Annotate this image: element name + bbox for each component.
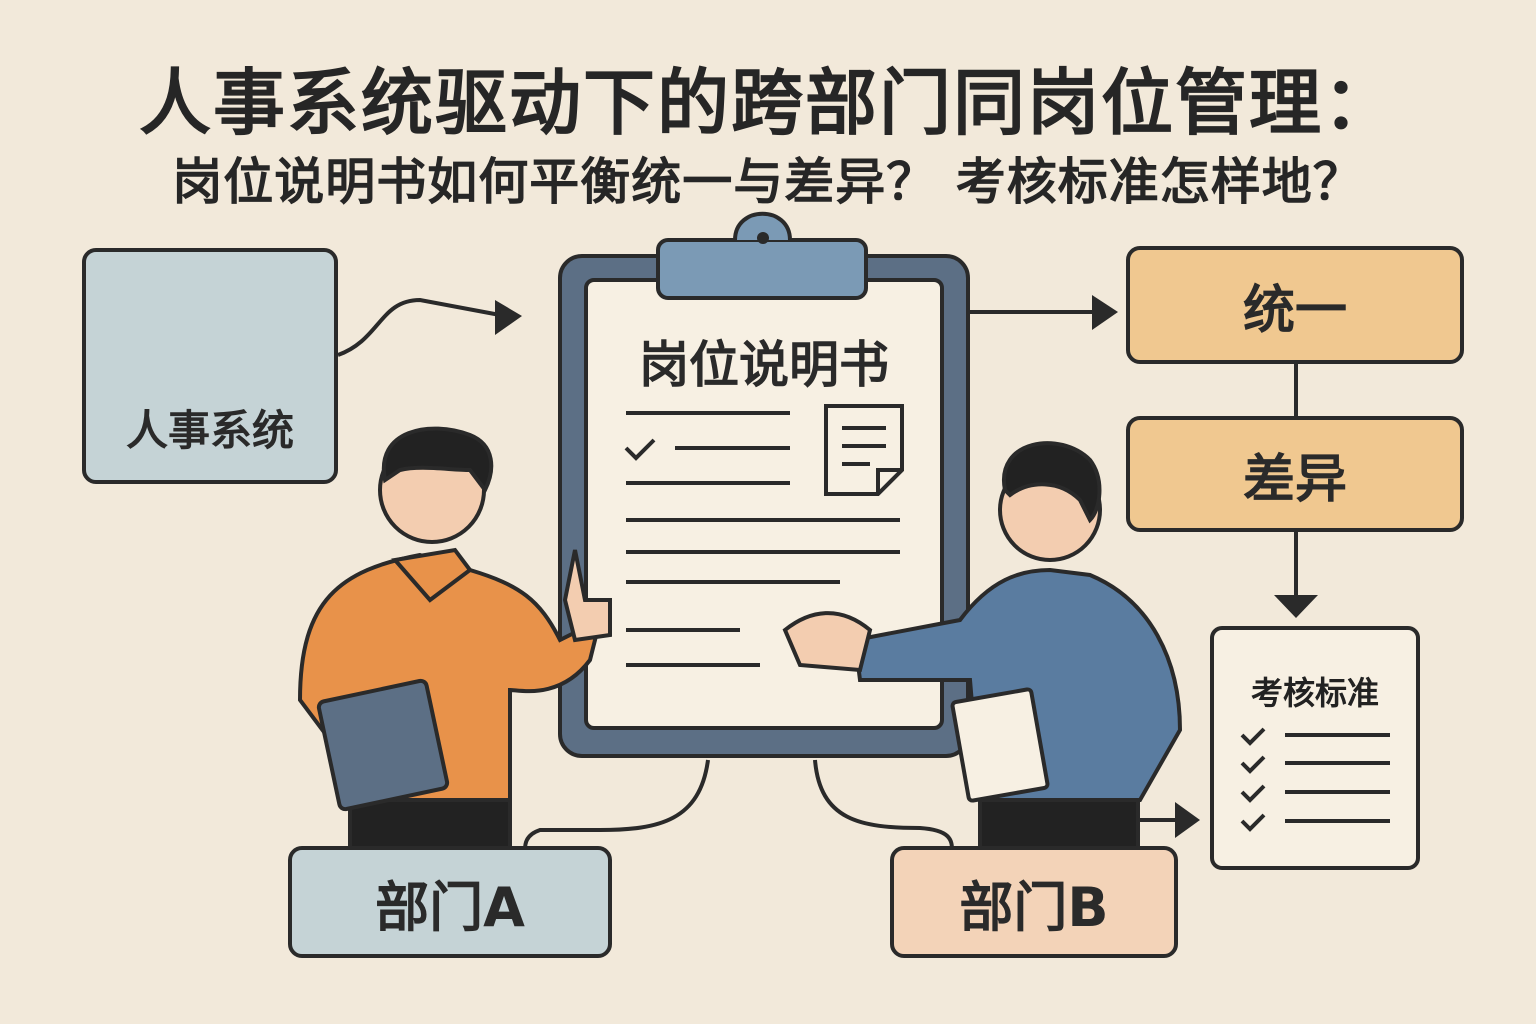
- page-title: 人事系统驱动下的跨部门同岗位管理：: [138, 61, 1397, 145]
- assessment-title: 考核标准: [1250, 674, 1379, 712]
- department-b-box[interactable]: 部门B: [890, 846, 1178, 958]
- note-icon: [824, 404, 904, 496]
- difference-label: 差异: [1242, 449, 1347, 510]
- person-a-illustration: [297, 426, 612, 852]
- assessment-card: [1210, 626, 1420, 870]
- page-subtitle: 岗位说明书如何平衡统一与差异？ 考核标准怎样地？: [172, 153, 1364, 211]
- department-a-label: 部门A: [375, 875, 525, 939]
- hr-system-box[interactable]: 人事系统: [82, 248, 338, 484]
- arrow-heads: [495, 295, 1318, 838]
- connector-lines: [337, 297, 1298, 851]
- check-icon: [624, 438, 656, 461]
- arrow-icon: [1092, 295, 1118, 330]
- difference-box[interactable]: 差异: [1126, 416, 1464, 532]
- unify-box[interactable]: 统一: [1126, 246, 1464, 364]
- arrow-icon: [495, 300, 522, 335]
- checklist-icon: [1240, 727, 1390, 832]
- person-b-illustration: [782, 441, 1183, 852]
- department-b-label: 部门B: [959, 875, 1109, 939]
- arrow-icon: [1175, 802, 1200, 838]
- arrow-icon: [1274, 595, 1318, 618]
- document-lines: [624, 404, 904, 667]
- hr-system-label: 人事系统: [125, 406, 294, 455]
- document-title: 岗位说明书: [639, 336, 889, 394]
- department-a-box[interactable]: 部门A: [288, 846, 612, 958]
- unify-label: 统一: [1242, 280, 1347, 341]
